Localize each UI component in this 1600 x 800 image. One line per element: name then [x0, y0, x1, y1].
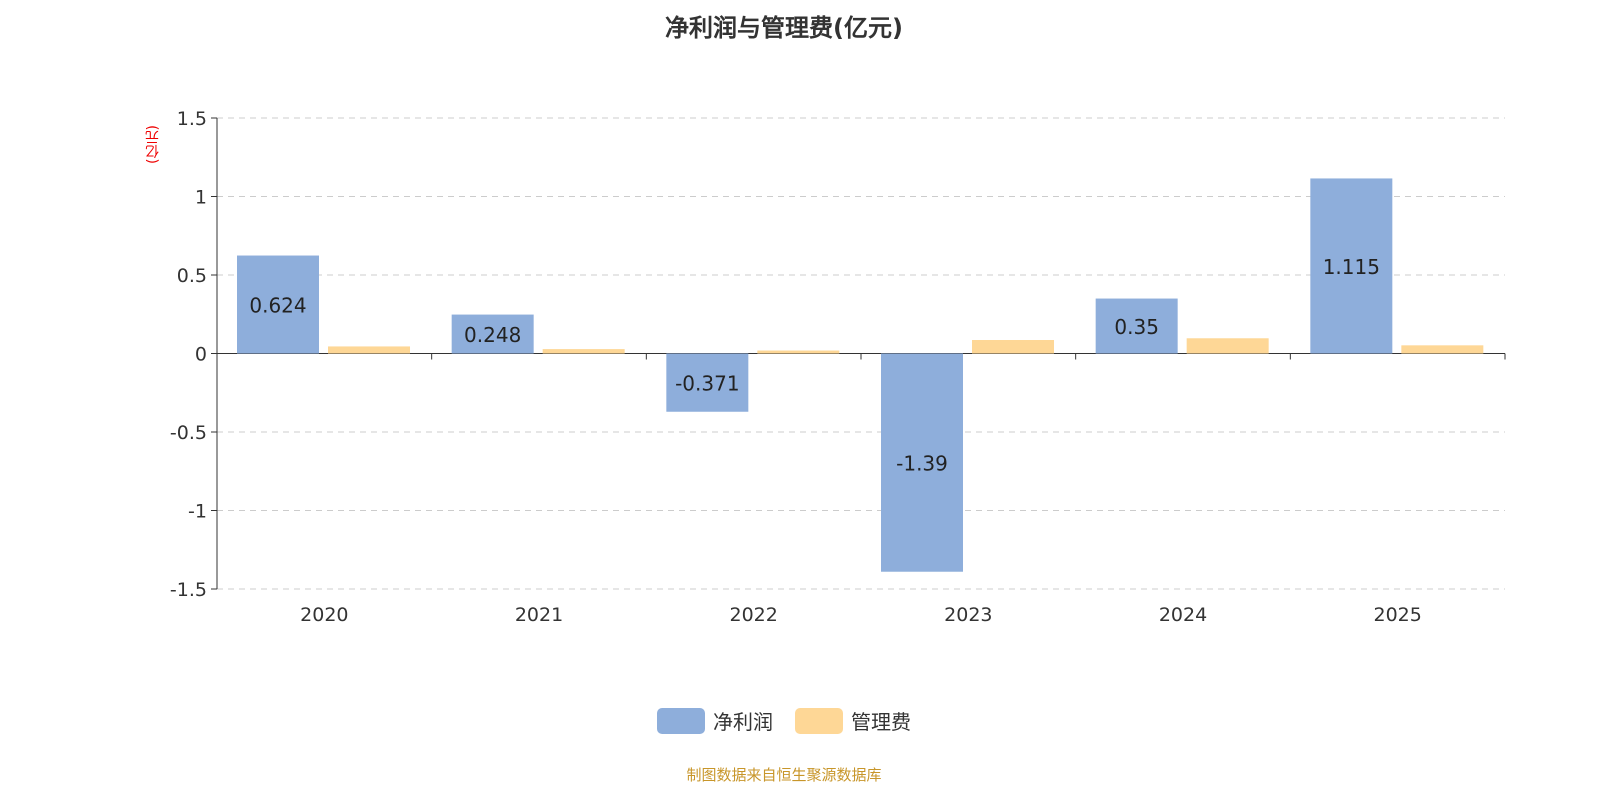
- y-tick-label: 1.5: [177, 108, 207, 130]
- bar-admin-expense: [1186, 338, 1269, 354]
- bar-net-profit: [1310, 178, 1393, 354]
- bar-net-profit: [666, 353, 749, 412]
- legend-item-net-profit[interactable]: 净利润: [657, 706, 773, 735]
- y-tick-label: -1.5: [170, 579, 207, 601]
- y-tick-label: -1: [188, 501, 207, 523]
- y-tick-label: 0.5: [177, 265, 207, 287]
- x-tick-label: 2021: [515, 604, 563, 626]
- legend-label: 管理费: [851, 710, 911, 734]
- bar-admin-expense: [542, 349, 625, 354]
- legend-item-admin-expense[interactable]: 管理费: [795, 706, 911, 735]
- x-tick-label: 2025: [1373, 604, 1421, 626]
- bar-net-profit: [1095, 298, 1178, 354]
- chart-title: 净利润与管理费(亿元): [665, 14, 903, 42]
- data-label: 0.248: [464, 323, 521, 347]
- bar-net-profit: [881, 353, 963, 572]
- data-label: -1.39: [896, 452, 948, 476]
- y-tick-label: -0.5: [170, 422, 207, 444]
- data-label: 1.115: [1323, 255, 1380, 279]
- legend-swatch: [657, 707, 705, 734]
- bar-admin-expense: [972, 339, 1054, 354]
- bar-admin-expense: [1401, 345, 1484, 354]
- plot-area: -1.5 -1 -0.5 0 0.5 1 1.5 2020 0.624 2021 0.248 2022…: [170, 108, 1506, 626]
- y-tick-label: 1: [195, 187, 207, 209]
- x-tick-label: 2024: [1159, 604, 1207, 626]
- x-tick-label: 2023: [944, 604, 992, 626]
- x-tick-label: 2022: [729, 604, 777, 626]
- data-source: 制图数据来自恒生聚源数据库: [686, 766, 882, 784]
- bar-net-profit: [237, 255, 319, 354]
- bar-net-profit: [451, 314, 534, 354]
- y-tick-label: 0: [195, 344, 207, 366]
- legend: 净利润 管理费: [0, 706, 1568, 735]
- x-tick-label: 2020: [300, 604, 348, 626]
- data-label: -0.371: [675, 372, 739, 396]
- legend-label: 净利润: [713, 710, 773, 734]
- bar-admin-expense: [328, 346, 410, 354]
- bar-admin-expense: [757, 350, 840, 354]
- data-label: 0.35: [1114, 315, 1159, 339]
- data-label: 0.624: [249, 294, 306, 318]
- legend-swatch: [795, 707, 843, 734]
